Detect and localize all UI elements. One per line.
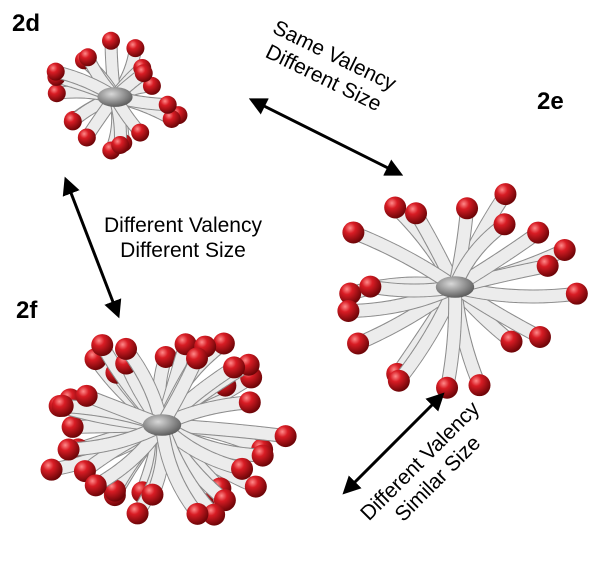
arm-tip xyxy=(111,135,130,154)
arm-tip xyxy=(126,39,145,58)
arm-tip xyxy=(84,474,107,497)
arm-tip xyxy=(51,394,74,417)
arm-tip xyxy=(494,183,517,206)
arrow-e-f xyxy=(342,392,445,495)
arm-tip xyxy=(387,369,410,392)
arrow-d-e xyxy=(248,98,404,176)
arm-tip xyxy=(347,332,370,355)
arm-tip xyxy=(115,337,138,360)
caption-d-f: Different Valency Different Size xyxy=(104,213,262,263)
cluster-2f xyxy=(40,332,297,526)
arm-tip xyxy=(565,282,588,305)
arm-tip xyxy=(126,502,149,525)
arm-tip xyxy=(500,330,523,353)
arm-tip xyxy=(536,254,559,277)
caption-d-f-line2: Different Size xyxy=(120,239,246,262)
arm-tip xyxy=(342,221,365,244)
arm-tip xyxy=(162,109,181,128)
arm-tip xyxy=(91,334,114,357)
arm-tip xyxy=(468,374,491,397)
arm-tip xyxy=(40,458,63,481)
arm-tip xyxy=(212,332,235,355)
arm-tip xyxy=(77,128,96,147)
arm-tip xyxy=(185,347,208,370)
cluster-core xyxy=(142,414,182,436)
arm-tip xyxy=(46,62,65,81)
arm-tip xyxy=(339,282,362,305)
arm-tip xyxy=(63,112,82,131)
arm-tip xyxy=(186,502,209,525)
arm-tip xyxy=(47,84,66,103)
arm-tip xyxy=(231,457,254,480)
arm-tip xyxy=(78,48,97,67)
cluster-2e xyxy=(337,183,588,399)
arm-tip xyxy=(61,415,84,438)
panel-label-2d: 2d xyxy=(12,10,41,37)
cluster-core xyxy=(435,276,475,298)
arm-tip xyxy=(75,384,98,407)
arm-tip xyxy=(203,503,226,526)
arrow-d-f xyxy=(62,176,122,319)
arm-tip xyxy=(553,238,576,261)
arm-tip xyxy=(359,275,382,298)
arm-tip xyxy=(141,483,164,506)
arm-tip xyxy=(456,197,479,220)
panel-label-2f: 2f xyxy=(16,297,38,324)
arm-tip xyxy=(223,356,246,379)
arm-tip xyxy=(57,438,80,461)
arm-tip xyxy=(154,345,177,368)
arm-tip xyxy=(244,475,267,498)
arm-tip xyxy=(238,391,261,414)
arm-tip xyxy=(134,64,153,83)
arm-tip xyxy=(436,376,459,399)
cluster-core xyxy=(97,87,133,107)
arm-tip xyxy=(251,444,274,467)
arm-tip xyxy=(493,213,516,236)
arm-tip xyxy=(527,221,550,244)
arm-tip xyxy=(131,123,150,142)
panel-label-2e: 2e xyxy=(537,88,564,115)
arm-tip xyxy=(158,95,177,114)
arm-tip xyxy=(405,202,428,225)
arm-tip xyxy=(102,31,121,50)
caption-d-f-line1: Different Valency xyxy=(104,214,262,237)
arm-tip xyxy=(337,300,360,323)
arm-tip xyxy=(528,326,551,349)
arm-tip xyxy=(274,425,297,448)
arm-tip xyxy=(384,196,407,219)
cluster-2d xyxy=(46,31,188,160)
